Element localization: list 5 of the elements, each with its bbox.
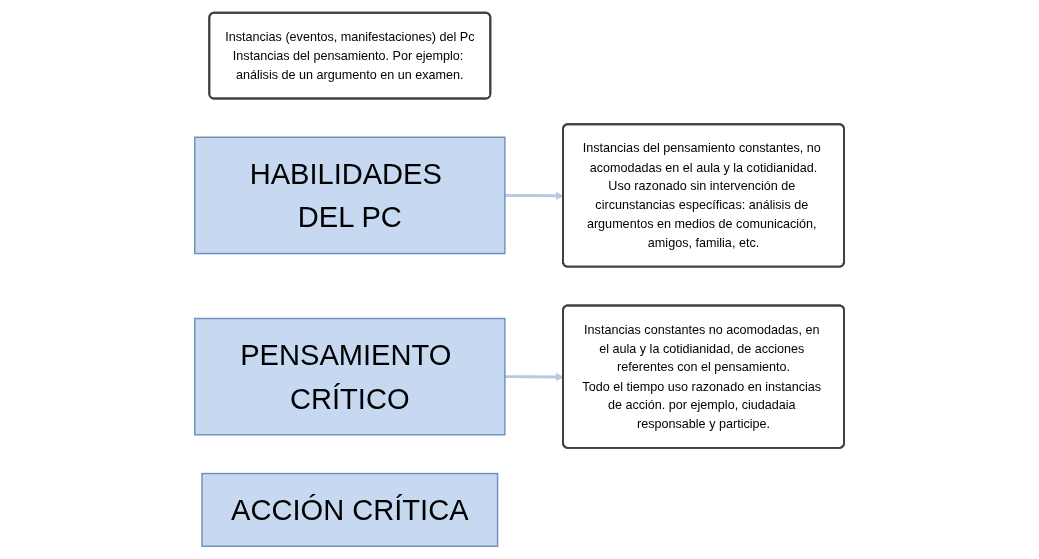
node-box: PENSAMIENTO CRÍTICO bbox=[194, 317, 506, 436]
arrow bbox=[504, 372, 564, 382]
node-box: ACCIÓN CRÍTICA bbox=[201, 472, 499, 547]
node-box: HABILIDADES DEL PC bbox=[194, 136, 506, 255]
arrow bbox=[504, 191, 564, 201]
